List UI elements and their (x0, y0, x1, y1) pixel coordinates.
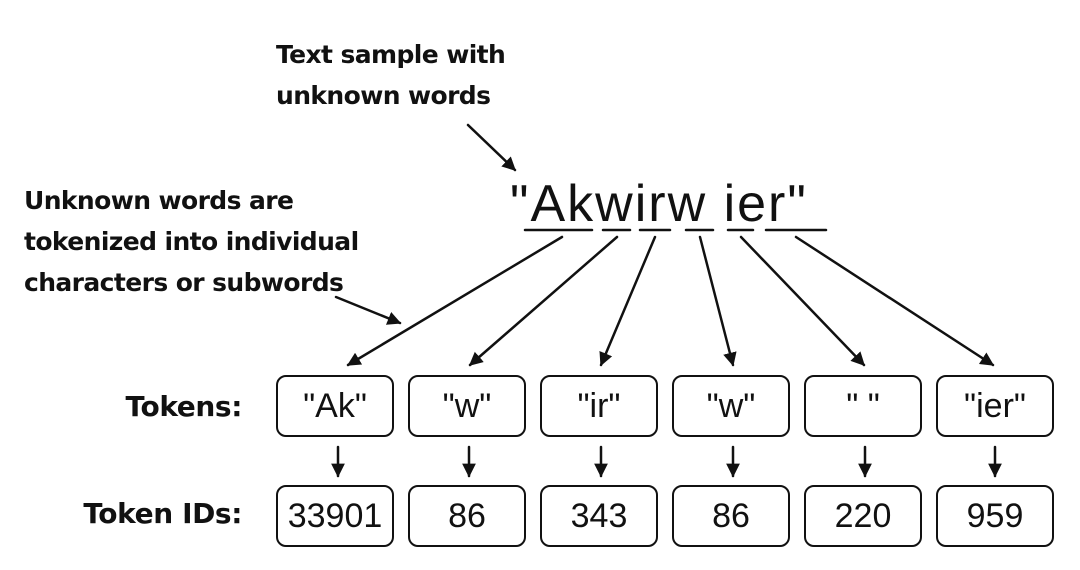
annotation-line: tokenized into individual (24, 227, 359, 256)
split-arrow-ier (794, 235, 995, 367)
annotation-line: Unknown words are (24, 186, 294, 215)
tokenization-annotation: Unknown words are tokenized into individ… (24, 180, 359, 303)
token-box: "w" (672, 375, 790, 437)
sample-annotation-arrow (466, 123, 517, 172)
token-id-box: 220 (804, 485, 922, 547)
token-box: "ir" (540, 375, 658, 437)
token-box: " " (804, 375, 922, 437)
split-arrow-ak (346, 235, 564, 367)
token-box: "w" (408, 375, 526, 437)
token-id-box: 86 (408, 485, 526, 547)
token-box: "Ak" (276, 375, 394, 437)
tokenization-annotation-arrow (334, 295, 402, 325)
split-arrow-w2 (698, 235, 737, 367)
token-ids-row-label: Token IDs: (83, 497, 242, 530)
token-id-box: 959 (936, 485, 1054, 547)
sample-text: "Akwirw ier" (510, 175, 808, 233)
token-id-box: 86 (672, 485, 790, 547)
split-arrow-space (739, 235, 866, 367)
token-id-box: 33901 (276, 485, 394, 547)
tokens-row-label: Tokens: (125, 390, 243, 423)
annotation-line: unknown words (276, 81, 491, 110)
annotation-line: characters or subwords (24, 268, 344, 297)
token-id-box: 343 (540, 485, 658, 547)
annotation-line: Text sample with (276, 40, 506, 69)
text-sample-annotation: Text sample with unknown words (276, 34, 506, 116)
split-arrow-w1 (468, 235, 619, 367)
token-box: "ier" (936, 375, 1054, 437)
split-arrow-ir (599, 235, 657, 367)
